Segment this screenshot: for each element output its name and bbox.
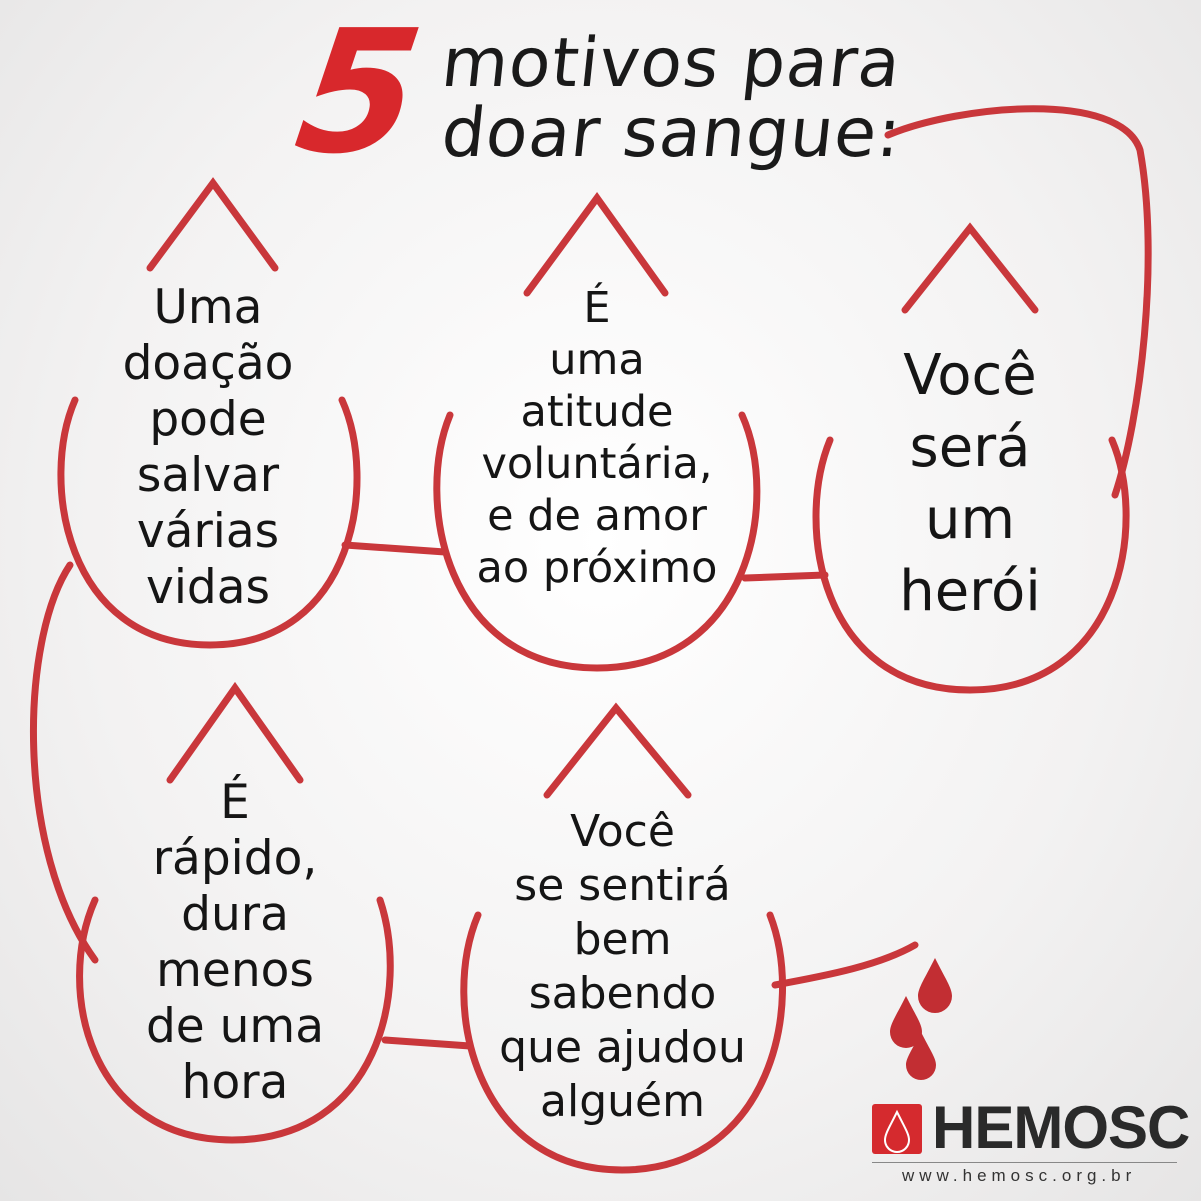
reason-line: É	[220, 775, 250, 830]
drop-peak	[543, 702, 692, 799]
reason-line: hora	[181, 1055, 289, 1110]
drop-bowl	[57, 396, 361, 649]
drop-bowl	[460, 911, 787, 1174]
reason-line: que ajudou	[499, 1022, 746, 1073]
connector-line	[30, 561, 99, 964]
drop-bowl	[76, 896, 394, 1144]
reason-line: atitude	[520, 387, 674, 437]
connector-line	[771, 941, 919, 989]
logo-divider	[872, 1162, 1177, 1163]
reason-line: alguém	[540, 1076, 705, 1127]
reason-line: Uma	[153, 280, 263, 335]
drop-peak	[146, 177, 279, 272]
drop-peak	[166, 681, 304, 784]
logo-url: www.hemosc.org.br	[902, 1166, 1137, 1185]
reason-1: Uma doação pode salvar várias vidas	[88, 280, 328, 616]
reason-line: salvar	[136, 448, 280, 503]
reason-line: rápido,	[152, 831, 318, 886]
blood-drop-icon	[890, 996, 922, 1048]
reason-line: menos	[156, 943, 314, 998]
reason-line: e de amor	[487, 491, 707, 541]
reason-line: se sentirá	[514, 860, 731, 911]
reason-line: bem	[573, 914, 672, 965]
reason-line: É	[583, 283, 611, 333]
title-line-1: motivos para	[437, 24, 905, 103]
reason-line: pode	[149, 392, 267, 447]
reason-line: uma	[549, 335, 645, 385]
reason-line: doação	[122, 336, 294, 391]
drop-peak	[901, 222, 1039, 314]
connector-line	[741, 571, 829, 582]
reason-2: É uma atitude voluntária, e de amor ao p…	[447, 282, 747, 594]
blood-drop-icon	[918, 958, 952, 1013]
reason-4: É rápido, dura menos de uma hora	[100, 775, 370, 1111]
reason-5: Você se sentirá bem sabendo que ajudou a…	[470, 805, 775, 1129]
drop-peak	[523, 192, 669, 297]
reason-line: será	[909, 415, 1031, 480]
reason-3: Você será um herói	[840, 340, 1100, 628]
reason-line: voluntária,	[481, 439, 713, 489]
reason-line: um	[924, 487, 1016, 552]
reason-line: sabendo	[528, 968, 717, 1019]
connector-line	[381, 1036, 474, 1050]
reason-line: várias	[136, 504, 280, 559]
reason-line: vidas	[146, 560, 270, 615]
reason-line: Você	[903, 343, 1037, 408]
connector-line	[884, 105, 1152, 499]
logo-name: HEMOSC	[932, 1094, 1190, 1161]
drop-bowl	[433, 411, 761, 672]
reason-line: ao próximo	[476, 543, 718, 593]
reason-line: Você	[570, 806, 675, 857]
blood-drop-logo-icon	[872, 1104, 922, 1154]
drop-bowl	[812, 436, 1130, 694]
reason-line: herói	[899, 559, 1041, 624]
connector-line	[341, 541, 449, 556]
title-number: 5	[286, 0, 429, 192]
blood-drop-icon	[906, 1032, 936, 1080]
title-line-2: doar sangue:	[437, 94, 906, 173]
reason-line: dura	[181, 887, 289, 942]
reason-line: de uma	[145, 999, 325, 1054]
